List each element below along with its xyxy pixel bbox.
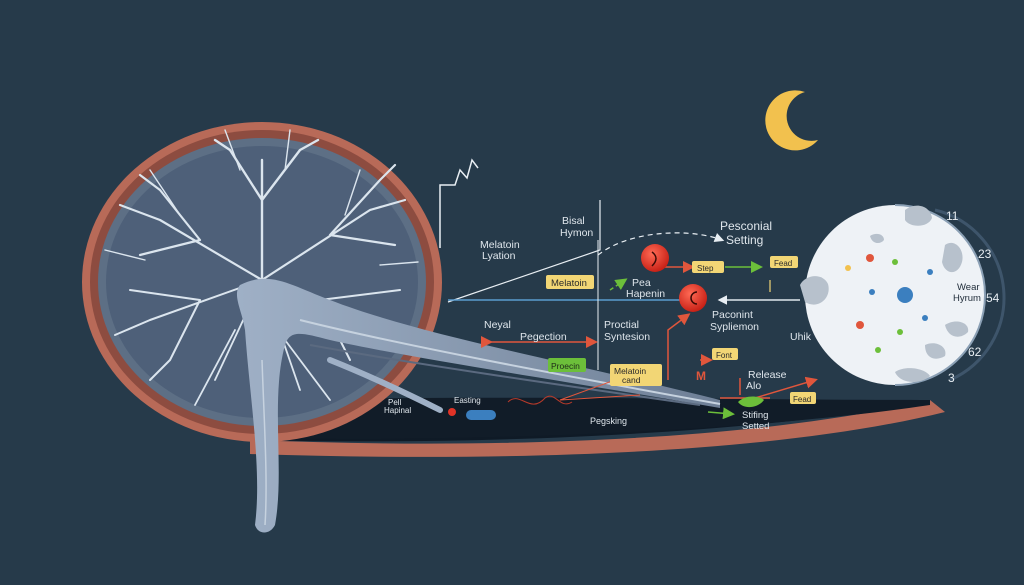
label-pea-hapenin-2: Hapenin — [626, 288, 665, 300]
label-pesconial-setting-1: Pesconial — [720, 219, 772, 233]
capsule-blue — [466, 410, 496, 420]
clock-number-54: 54 — [986, 291, 1000, 305]
tag-fead: Fead — [770, 256, 798, 268]
label-stifing-setted-1: Stifing — [742, 410, 768, 421]
label-pell-hapinal-2: Hapinal — [384, 406, 411, 415]
signal-wave-icon — [439, 158, 479, 248]
label-easting: Easting — [454, 396, 481, 405]
svg-text:Fead: Fead — [774, 259, 792, 268]
label-pegection: Pegection — [520, 331, 567, 343]
svg-text:Proecin: Proecin — [551, 361, 580, 371]
tag-font: Font — [712, 348, 738, 360]
dendrite-tree — [104, 129, 419, 406]
clock-number-23: 23 — [978, 247, 992, 261]
label-pea-hapenin-1: Pea — [632, 277, 651, 289]
label-pegsking: Pegsking — [590, 416, 627, 426]
svg-text:Step: Step — [697, 264, 714, 273]
label-wear-hyrum-1: Wear — [957, 282, 980, 293]
label-proctial-syntesion-1: Proctial — [604, 319, 639, 331]
tag-melatoin-cand: Melatoin cand — [610, 364, 662, 386]
label-wear-hyrum-2: Hyrum — [953, 293, 981, 304]
label-release-alo-2: Alo — [746, 380, 761, 392]
diagram-labels: Melatoin Lyation Bisal Hymon Pesconial S… — [384, 215, 812, 432]
clock-number-62: 62 — [968, 345, 982, 359]
label-neyal: Neyal — [484, 319, 511, 331]
leaf-icon — [738, 396, 764, 408]
svg-text:cand: cand — [622, 375, 641, 385]
label-bisal-hymon-2: Hymon — [560, 227, 593, 239]
label-bisal-hymon-1: Bisal — [562, 215, 585, 227]
label-uhik: Uhik — [790, 331, 812, 343]
label-proctial-syntesion-2: Syntesion — [604, 331, 650, 343]
label-paconint-sypliemon-2: Sypliemon — [710, 321, 759, 333]
tag-melatoin: Melatoin — [546, 275, 594, 289]
tag-step: Step — [692, 261, 724, 273]
label-paconint-sypliemon-1: Paconint — [712, 309, 753, 321]
label-pell-hapinal-1: Pell — [388, 398, 402, 407]
svg-text:Font: Font — [716, 351, 733, 360]
label-melatoin-lyation-2: Lyation — [482, 250, 516, 262]
label-release-alo-1: Release — [748, 369, 787, 381]
tag-m: M — [696, 369, 706, 383]
cell-clock-circle — [800, 204, 1006, 386]
tag-fead-2: Fead — [790, 392, 816, 404]
nerve-bundle — [236, 278, 721, 533]
svg-text:Melatoin: Melatoin — [614, 366, 646, 376]
svg-text:Fead: Fead — [793, 395, 811, 404]
svg-text:Melatoin: Melatoin — [551, 278, 587, 289]
clock-number-3: 3 — [948, 371, 955, 385]
hormone-node-2 — [679, 284, 707, 312]
label-pesconial-setting-2: Setting — [726, 233, 763, 247]
tag-proecin: Proecin — [548, 358, 586, 372]
label-melatoin-lyation-1: Melatoin — [480, 239, 520, 251]
label-stifing-setted-2: Setted — [742, 421, 769, 432]
moon-icon — [765, 90, 818, 151]
hormone-node-1 — [641, 244, 669, 272]
clock-number-11: 11 — [946, 209, 959, 223]
tissue-band — [250, 400, 945, 457]
